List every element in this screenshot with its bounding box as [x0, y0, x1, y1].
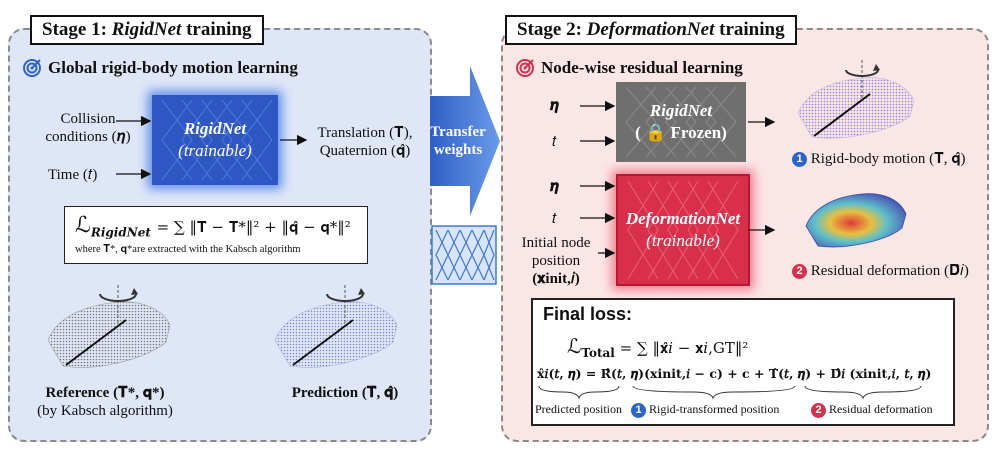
transfer-label: Transfer weights	[430, 123, 486, 159]
input-collision-line2: conditions (𝜼)	[45, 129, 131, 145]
rigidnet-frozen-box: RigidNet ( 🔒 Frozen)	[616, 82, 746, 162]
brace-residual-deformation: 2 Residual deformation	[811, 402, 933, 418]
transfer-label-line2: weights	[433, 142, 483, 158]
initial-position-line1: Initial node	[521, 235, 591, 251]
input-eta-top: 𝜼	[550, 98, 559, 114]
target-icon	[23, 59, 41, 77]
rigid-motion-car-pointcloud	[797, 60, 915, 139]
rigidnet-trainable-box: RigidNet (trainable)	[152, 95, 278, 185]
rigidnet-name: RigidNet	[183, 119, 247, 138]
brace-rigid-transformed: 1 Rigid-transformed position	[631, 402, 779, 418]
reference-car-pointcloud	[47, 285, 171, 368]
prediction-label: Prediction (𝐓̂, 𝐪̂)	[291, 385, 399, 401]
stage1-output-label: Translation (𝐓̂), Quaternion (𝐪̂)	[300, 124, 430, 160]
frozen-rigidnet-name: RigidNet	[649, 101, 713, 120]
network-pattern-icon	[627, 180, 739, 280]
total-loss-lhs: ℒ	[567, 334, 582, 358]
loss-lhs: ℒ	[75, 213, 91, 238]
output-quaternion: Quaternion (𝐪̂)	[319, 143, 411, 159]
reference-label-line1: Reference (𝐓*, 𝐪*)	[45, 385, 165, 401]
badge-2: 2	[792, 264, 807, 280]
frozen-rigidnet-state: ( 🔒 Frozen)	[635, 123, 727, 142]
input-time-label: Time (𝑡)	[48, 167, 98, 183]
underbraces	[538, 385, 922, 400]
network-pattern-icon	[625, 86, 737, 158]
eq-mid: = 𝐑̂(𝑡, 𝜼)(𝐱init,𝑖 − 𝐜) + 𝐜 + 𝐓̂(𝑡, 𝜼)	[585, 366, 812, 381]
rigidnet-loss-note: where 𝐓*, 𝐪*are extracted with the Kabsc…	[75, 244, 301, 255]
badge-2: 2	[811, 402, 826, 418]
loss-rhs: = ∑ ‖𝐓̂ − 𝐓*‖² + ‖𝐪̂ − 𝐪*‖²	[156, 218, 351, 236]
rigidnet-loss-formula: ℒRigidNet = ∑ ‖𝐓̂ − 𝐓*‖² + ‖𝐪̂ − 𝐪*‖²	[75, 213, 351, 240]
stage2-title-prefix: Stage 2:	[517, 19, 587, 40]
input-eta-bottom: 𝜼	[550, 179, 559, 195]
deformationnet-box: DeformationNet (trainable)	[616, 174, 750, 286]
stage1-title-prefix: Stage 1:	[42, 19, 112, 40]
brace-predicted-position: Predicted position	[535, 402, 622, 416]
rigid-motion-output: 1 Rigid-body motion (𝐓̂, 𝐪̂)	[792, 150, 966, 168]
stage2-title: Stage 2: DeformationNet training	[505, 15, 797, 45]
rigidnet-loss-box: ℒRigidNet = ∑ ‖𝐓̂ − 𝐓*‖² + ‖𝐪̂ − 𝐪*‖² wh…	[64, 206, 368, 264]
input-collision-label: Collision conditions (𝜼)	[28, 110, 148, 146]
stage1-title-suffix: training	[181, 19, 252, 40]
reference-label: Reference (𝐓*, 𝐪*) (by Kabsch algorithm)	[10, 384, 200, 420]
weights-network-icon	[431, 225, 497, 285]
rigidnet-state: (trainable)	[178, 141, 252, 160]
initial-position-line3: (𝐱init,𝑖)	[532, 271, 580, 287]
output-translation: Translation (𝐓̂),	[317, 125, 413, 141]
rigid-motion-label: Rigid-body motion (𝐓̂, 𝐪̂)	[810, 151, 966, 167]
total-loss-formula: ℒTotal = ∑ ‖𝐱̂𝑖 − 𝐱𝑖,GT‖²	[567, 334, 748, 360]
network-pattern-icon	[161, 99, 273, 181]
total-loss-lhs-sub: Total	[581, 346, 615, 360]
target-icon	[516, 59, 534, 77]
transfer-label-line1: Transfer	[430, 124, 486, 140]
transfer-arrow	[430, 66, 500, 216]
stage2-subtitle-text: Node-wise residual learning	[541, 58, 743, 77]
eq-rhs: + 𝐃̂𝑖 (𝐱init,𝑖, 𝑡, 𝜼)	[815, 366, 932, 381]
stage1-title-name: RigidNet	[111, 19, 182, 40]
input-collision-line1: Collision	[60, 111, 116, 127]
stage2-title-suffix: training	[714, 19, 785, 40]
stage1-subtitle-text: Global rigid-body motion learning	[48, 58, 298, 77]
badge-1: 1	[792, 152, 807, 168]
stage1-subtitle: Global rigid-body motion learning	[22, 58, 298, 78]
final-loss-title: Final loss:	[543, 304, 633, 324]
deformationnet-name: DeformationNet	[625, 209, 741, 228]
residual-deformation-output: 2 Residual deformation (𝐃̂𝑖)	[792, 262, 969, 280]
total-loss-rhs: = ∑ ‖𝐱̂𝑖 − 𝐱𝑖,GT‖²	[619, 339, 749, 357]
position-equation: 𝐱̂𝑖(𝑡, 𝜼) = 𝐑̂(𝑡, 𝜼)(𝐱init,𝑖 − 𝐜) + 𝐜 + …	[537, 366, 931, 382]
prediction-car-pointcloud	[274, 285, 398, 368]
initial-position-label: Initial node position (𝐱init,𝑖)	[515, 234, 597, 288]
final-loss-box: Final loss: ℒTotal = ∑ ‖𝐱̂𝑖 − 𝐱𝑖,GT‖² 𝐱̂…	[531, 298, 955, 426]
stage2-title-name: DeformationNet	[586, 19, 715, 40]
deformationnet-state: (trainable)	[646, 231, 720, 250]
badge-1: 1	[631, 402, 646, 418]
brace-rigid-transformed-text: Rigid-transformed position	[649, 402, 780, 416]
stage1-title: Stage 1: RigidNet training	[30, 15, 264, 45]
eq-lhs: 𝐱̂𝑖(𝑡, 𝜼)	[537, 366, 582, 381]
brace-residual-deformation-text: Residual deformation	[829, 402, 933, 416]
residual-car-heatmap	[805, 193, 907, 248]
stage2-subtitle: Node-wise residual learning	[515, 58, 743, 78]
initial-position-line2: position	[531, 253, 581, 269]
input-t-top: 𝑡	[552, 134, 557, 150]
loss-lhs-sub: RigidNet	[90, 225, 151, 240]
reference-label-line2: (by Kabsch algorithm)	[37, 403, 173, 419]
residual-deformation-label: Residual deformation (𝐃̂𝑖)	[810, 263, 969, 279]
input-t-bottom: 𝑡	[552, 211, 557, 227]
